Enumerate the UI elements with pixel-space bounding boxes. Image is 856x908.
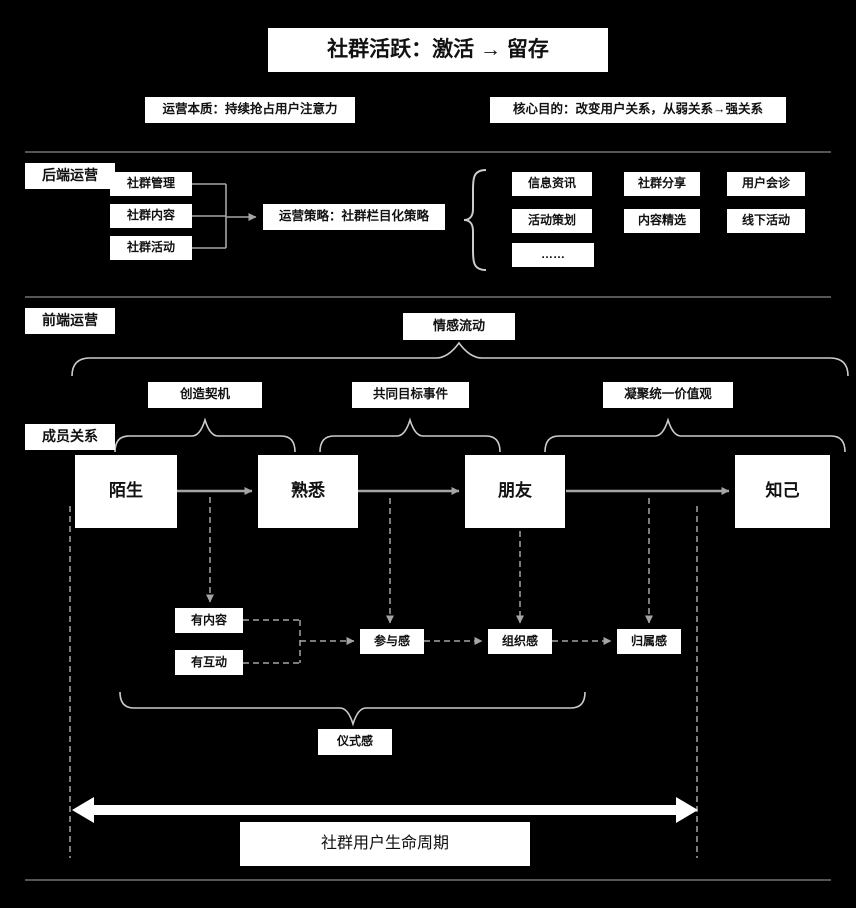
bracket-shared-values	[544, 417, 846, 453]
diagram-title: 社群活跃：激活 → 留存	[268, 28, 608, 72]
stage-box-friend: 朋友	[465, 455, 565, 528]
backend-connector	[192, 183, 257, 249]
phase-label-create-opportunity: 创造契机	[148, 382, 262, 408]
backend-input-content: 社群内容	[110, 204, 192, 228]
bracket-create-opportunity	[114, 417, 296, 453]
lifecycle-label: 社群用户生命周期	[240, 822, 530, 866]
member-relation-label: 成员关系	[25, 424, 115, 450]
operations-essence-label: 运营本质：持续抢占用户注意力	[145, 97, 355, 123]
feeling-box-participation: 参与感	[360, 629, 424, 654]
program-box-more: ……	[512, 243, 594, 267]
stage-box-familiar: 熟悉	[258, 455, 358, 528]
backend-input-management: 社群管理	[110, 172, 192, 196]
frontend-section-label: 前端运营	[25, 308, 115, 334]
core-purpose-label: 核心目的：改变用户关系，从弱关系→强关系	[490, 97, 786, 123]
backend-section-label: 后端运营	[25, 163, 115, 189]
program-box-curation: 内容精选	[624, 209, 700, 233]
stage-box-confidant: 知己	[735, 455, 830, 528]
stage-box-stranger: 陌生	[75, 455, 177, 528]
program-box-event-planning: 活动策划	[512, 209, 592, 233]
foundation-box-content: 有内容	[175, 608, 243, 633]
lifecycle-arrow	[72, 797, 698, 823]
feeling-box-belonging: 归属感	[617, 629, 681, 654]
foundation-box-interaction: 有互动	[175, 650, 243, 675]
program-box-consult: 用户会诊	[727, 172, 805, 196]
program-box-sharing: 社群分享	[624, 172, 700, 196]
ritual-bracket	[119, 691, 586, 727]
backend-input-activity: 社群活动	[110, 236, 192, 260]
bracket-shared-goal	[319, 417, 501, 453]
dashed-connectors	[69, 497, 698, 858]
phase-label-shared-values: 凝聚统一价值观	[603, 382, 733, 408]
emotion-flow-box: 情感流动	[403, 313, 515, 340]
program-box-offline: 线下活动	[727, 209, 805, 233]
brace-icon	[463, 169, 487, 271]
program-box-news: 信息资讯	[512, 172, 592, 196]
phase-label-shared-goal: 共同目标事件	[352, 382, 469, 408]
operation-strategy-box: 运营策略：社群栏目化策略	[263, 204, 445, 230]
feeling-box-organization: 组织感	[488, 629, 552, 654]
emotion-flow-bracket	[71, 341, 849, 377]
ritual-box: 仪式感	[318, 729, 392, 755]
